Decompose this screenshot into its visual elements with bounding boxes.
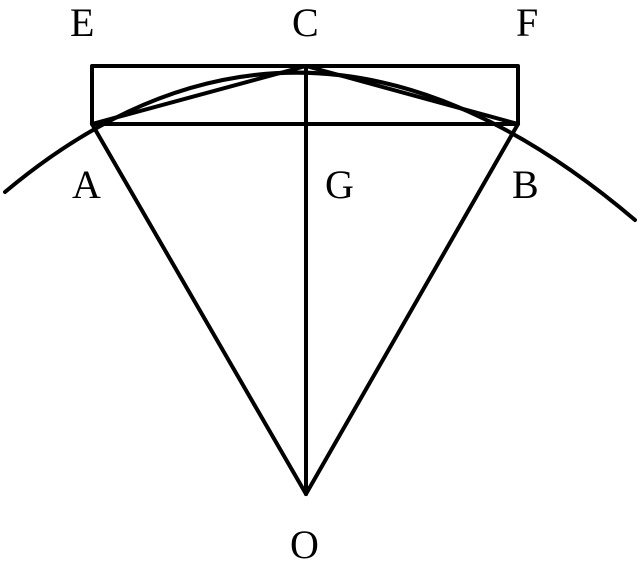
label-c: C [292,0,319,45]
radius-ob [304,122,520,496]
chord-ac [90,64,308,126]
radius-oa [90,122,308,496]
label-g: G [325,162,354,207]
chord-cb [304,64,520,126]
circle-arc [3,70,637,222]
label-b: B [512,162,539,207]
label-f: F [516,0,538,45]
label-o: O [290,522,319,564]
label-a: A [72,162,101,207]
label-e: E [70,0,94,45]
